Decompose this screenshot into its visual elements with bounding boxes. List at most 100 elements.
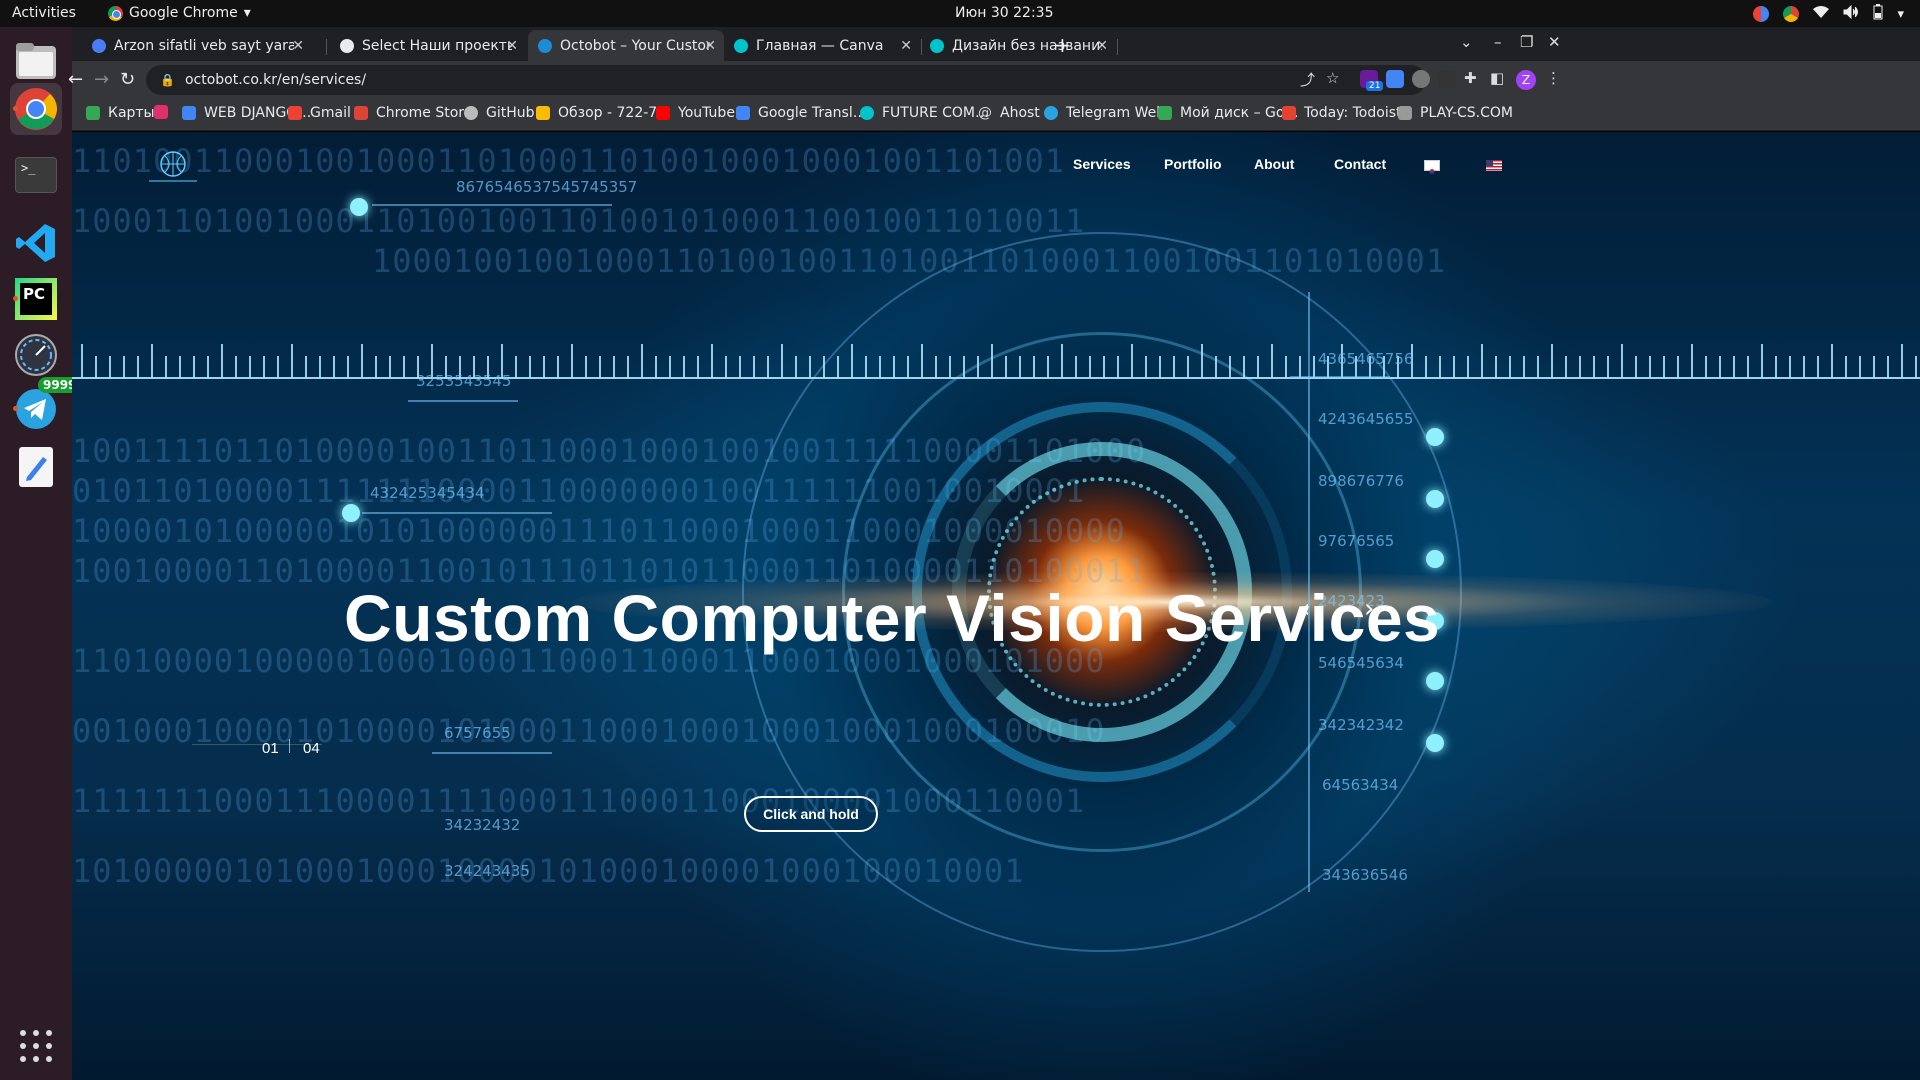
menu-kebab-icon[interactable]: ⋮	[1546, 69, 1561, 87]
binary-row: 1101001100010010001101000110100100010001…	[72, 142, 1066, 180]
next-slide-arrow-icon[interactable]: ›	[1364, 594, 1375, 624]
bookmark-label: Today: Todoist	[1304, 105, 1402, 121]
bookmark-ahost[interactable]: @Ahost	[978, 105, 1040, 121]
show-applications-button[interactable]	[20, 1030, 52, 1062]
data-number: 97676565	[1318, 532, 1395, 550]
bookmark-future-com[interactable]: FUTURE COM…	[860, 105, 989, 121]
close-tab-icon[interactable]: ✕	[292, 37, 304, 54]
dock-text-editor[interactable]	[10, 441, 62, 493]
dock-files[interactable]	[10, 35, 62, 87]
globe-extension-icon[interactable]	[1412, 70, 1430, 88]
running-indicator	[13, 296, 18, 301]
pycharm-icon: PC	[15, 278, 57, 320]
app-menu[interactable]: Google Chrome ▾	[108, 5, 251, 21]
address-bar[interactable]: 🔒 octobot.co.kr/en/services/	[146, 65, 1426, 95]
new-tab-button[interactable]: +	[1054, 33, 1071, 57]
bookmark-web-django[interactable]: WEB DJANGO…	[182, 105, 311, 121]
tab-favicon-icon	[92, 38, 106, 53]
nav-services[interactable]: Services	[1073, 156, 1131, 172]
dock-chrome[interactable]	[10, 83, 62, 135]
notification-badge: 9999	[38, 377, 82, 393]
tab-search-icon[interactable]: ⌄	[1460, 33, 1473, 51]
wifi-icon	[1813, 5, 1830, 23]
bookmark-label: Мой диск – Go…	[1180, 105, 1299, 121]
bookmark-todoist[interactable]: Today: Todoist	[1282, 105, 1402, 121]
tab-canva-design[interactable]: Дизайн без названия — I ✕	[920, 30, 1116, 61]
site-logo[interactable]	[147, 148, 199, 192]
nav-contact[interactable]: Contact	[1334, 156, 1387, 172]
chrome-remote-icon[interactable]	[1753, 6, 1770, 22]
hero-section: 1101001100010010001101000110100100010001…	[72, 132, 1920, 1080]
bookmark-label: YouTube	[678, 105, 735, 121]
restore-button[interactable]: ❐	[1520, 33, 1534, 51]
bookmark-google-drive[interactable]: Мой диск – Go…	[1158, 105, 1298, 121]
bookmark-google-translate[interactable]: Google Transl…	[736, 105, 867, 121]
bookmark-label: PLAY-CS.COM	[1420, 105, 1513, 121]
forward-arrow-icon[interactable]: →	[94, 69, 110, 90]
minimize-button[interactable]: –	[1494, 33, 1502, 51]
close-window-button[interactable]: ✕	[1548, 33, 1561, 51]
translate-extension-icon[interactable]	[1386, 70, 1404, 88]
dock-telegram[interactable]: 9999	[10, 377, 82, 435]
back-arrow-icon[interactable]: ←	[68, 69, 84, 90]
data-number: 4243645655	[1318, 410, 1414, 428]
binary-row: 1000100100100011010010011010011010001100…	[372, 242, 1447, 280]
speedometer-icon	[15, 334, 57, 376]
korean-flag-icon[interactable]	[1424, 160, 1440, 174]
bookmark-telegram-web[interactable]: Telegram Web	[1044, 105, 1165, 121]
dock-terminal[interactable]: >_	[10, 149, 62, 201]
lock-icon[interactable]: 🔒	[160, 73, 175, 87]
nav-about[interactable]: About	[1254, 156, 1295, 172]
bookmark-chrome-store[interactable]: Chrome Store	[354, 105, 472, 121]
bookmark-obzor[interactable]: Обзор - 722-7…	[536, 105, 671, 121]
chrome-tray-icon[interactable]	[1783, 6, 1800, 22]
reload-icon[interactable]: ↻	[120, 69, 136, 90]
side-panel-icon[interactable]: ◧	[1490, 69, 1505, 87]
data-number: 342342342	[1318, 716, 1404, 734]
dock-pycharm[interactable]: PC	[10, 273, 62, 325]
data-node	[342, 504, 360, 522]
tab-title: Главная — Canva	[756, 37, 884, 54]
data-number: 432425345434	[370, 484, 485, 502]
click-and-hold-button[interactable]: Click and hold	[744, 796, 878, 832]
dock-disk-usage[interactable]	[10, 329, 62, 381]
tab-title: Octobot – Your Custom A	[560, 37, 710, 54]
bookmark-star-icon[interactable]: ☆	[1326, 69, 1340, 87]
system-tray[interactable]: ▾	[1753, 4, 1904, 24]
close-tab-icon[interactable]: ✕	[704, 37, 716, 54]
data-number: 4365465756	[1318, 350, 1414, 368]
tab-select-projects[interactable]: Select Наши проекты to c ✕	[330, 30, 526, 61]
tab-favicon-icon	[734, 38, 748, 53]
close-tab-icon[interactable]: ✕	[506, 37, 518, 54]
data-number: 3253543545	[416, 372, 512, 390]
close-tab-icon[interactable]: ✕	[1096, 37, 1108, 54]
close-tab-icon[interactable]: ✕	[900, 37, 912, 54]
bookmark-gmail[interactable]: Gmail	[288, 105, 351, 121]
bookmark-label: Chrome Store	[376, 105, 473, 121]
data-node	[1426, 734, 1444, 752]
prev-slide-arrow-icon[interactable]: ‹	[1300, 594, 1311, 624]
share-icon[interactable]: ⤴	[1300, 71, 1316, 89]
app-menu-label: Google Chrome	[129, 5, 238, 21]
profile-avatar[interactable]: Z	[1516, 70, 1536, 90]
us-flag-icon[interactable]	[1486, 160, 1502, 171]
data-number: 6757655	[444, 724, 511, 742]
data-number: 898676776	[1318, 472, 1404, 490]
tab-canva-home[interactable]: Главная — Canva ✕	[724, 30, 920, 61]
bookmark-instagram[interactable]	[154, 105, 168, 119]
tab-octobot[interactable]: Octobot – Your Custom A ✕	[528, 30, 724, 61]
clock[interactable]: Июн 30 22:35	[955, 5, 1054, 21]
tab-arzon[interactable]: Arzon sifatli veb sayt yara ✕	[82, 30, 312, 61]
bookmark-label: GitHub	[486, 105, 535, 121]
activities-button[interactable]: Activities	[12, 5, 76, 21]
nav-portfolio[interactable]: Portfolio	[1164, 156, 1222, 172]
bookmark-maps[interactable]: Карты	[86, 105, 155, 121]
bookmark-label: Google Transl…	[758, 105, 867, 121]
extensions-puzzle-icon[interactable]: ✚	[1464, 69, 1477, 87]
dock-vscode[interactable]	[10, 217, 62, 269]
bookmark-github[interactable]: GitHub	[464, 105, 535, 121]
bookmark-label: Обзор - 722-7…	[558, 105, 672, 121]
bookmark-youtube[interactable]: YouTube	[656, 105, 735, 121]
bookmark-play-cs[interactable]: PLAY-CS.COM	[1398, 105, 1513, 121]
dropper-extension-icon[interactable]	[1438, 70, 1456, 88]
